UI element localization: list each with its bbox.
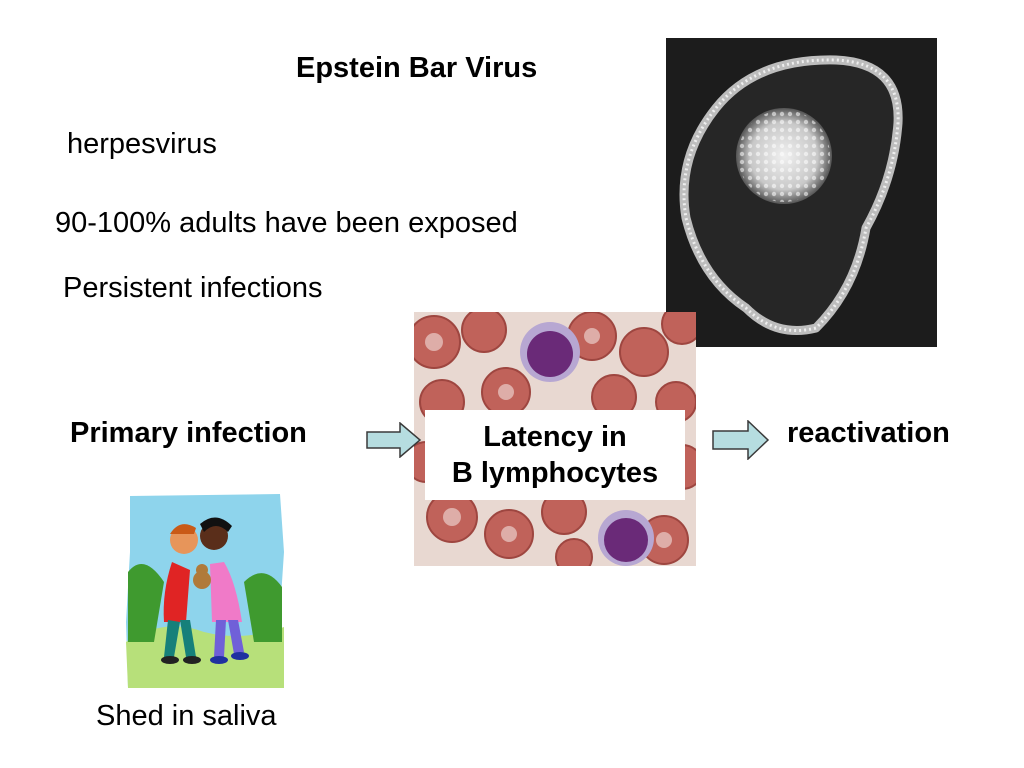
children-clipart-image	[124, 492, 286, 690]
block-arrow-right-icon	[712, 420, 770, 460]
latency-label-box: Latency in B lymphocytes	[425, 410, 685, 500]
shed-in-saliva-caption: Shed in saliva	[96, 700, 277, 732]
bullet-herpesvirus: herpesvirus	[67, 128, 217, 160]
latency-line-2: B lymphocytes	[451, 457, 659, 489]
latency-line-1: Latency in	[483, 421, 627, 453]
bullet-exposure: 90-100% adults have been exposed	[55, 207, 518, 239]
primary-infection-label: Primary infection	[70, 417, 307, 449]
virus-micrograph-image	[666, 38, 937, 347]
reactivation-label: reactivation	[787, 417, 950, 449]
bullet-persistent: Persistent infections	[63, 272, 323, 304]
slide-title: Epstein Bar Virus	[296, 52, 538, 84]
block-arrow-right-icon	[366, 422, 422, 458]
